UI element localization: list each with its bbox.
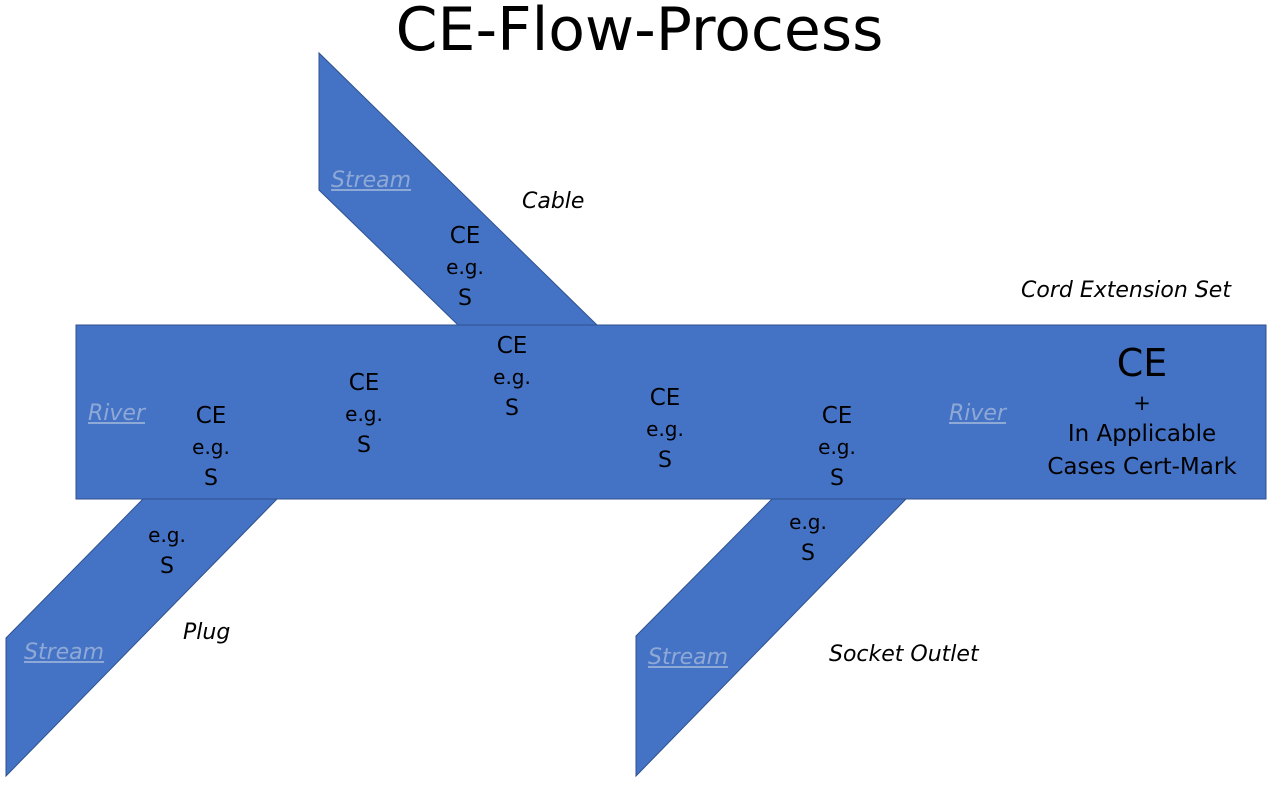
ce-text: CE (195, 403, 227, 429)
ce-text: CE (649, 385, 681, 411)
eg-text: e.g. (446, 255, 484, 279)
final-line-2: Cases Cert-Mark (1047, 454, 1237, 480)
eg-text: e.g. (345, 402, 383, 426)
plug-cell: e.g. S (127, 520, 207, 582)
ce-text: CE (348, 370, 380, 396)
eg-text: e.g. (148, 523, 186, 547)
s-text: S (357, 433, 371, 458)
s-text: S (801, 541, 815, 566)
s-text: S (830, 466, 844, 491)
river-ce-cell-2: CE e.g. S (625, 383, 705, 476)
eg-text: e.g. (818, 435, 856, 459)
eg-text: e.g. (646, 417, 684, 441)
s-text: S (505, 396, 519, 421)
page-title: CE-Flow-Process (395, 0, 884, 65)
ce-text: CE (449, 223, 481, 249)
stream-marker-cable: Stream (331, 168, 412, 193)
s-text: S (658, 448, 672, 473)
socket-outlet-label: Socket Outlet (829, 642, 979, 667)
eg-text: e.g. (493, 365, 531, 389)
river-band (75, 324, 1267, 500)
final-plus-text: + (1133, 391, 1151, 415)
s-text: S (160, 554, 174, 579)
cable-join-ce-cell: CE e.g. S (472, 331, 552, 424)
s-text: S (204, 466, 218, 491)
final-line-1: In Applicable (1067, 421, 1217, 447)
river-marker-right: River (949, 401, 1006, 426)
cord-extension-set-label: Cord Extension Set (1021, 278, 1231, 303)
ce-text: CE (821, 403, 853, 429)
eg-text: e.g. (192, 435, 230, 459)
stream-marker-plug: Stream (24, 640, 105, 665)
final-ce-block: CE + In Applicable Cases Cert-Mark (1032, 338, 1252, 484)
plug-join-ce-cell: CE e.g. S (171, 401, 251, 494)
river-marker-left: River (88, 401, 145, 426)
socket-cell: e.g. S (768, 507, 848, 569)
stream-marker-socket: Stream (648, 645, 729, 670)
final-ce-text: CE (1116, 341, 1168, 385)
socket-join-ce-cell: CE e.g. S (797, 401, 877, 494)
s-text: S (458, 286, 472, 311)
river-ce-cell-1: CE e.g. S (324, 368, 404, 461)
cable-label: Cable (522, 189, 585, 214)
ce-text: CE (496, 333, 528, 359)
plug-label: Plug (183, 620, 231, 645)
cable-ce-cell: CE e.g. S (425, 221, 505, 314)
eg-text: e.g. (789, 510, 827, 534)
